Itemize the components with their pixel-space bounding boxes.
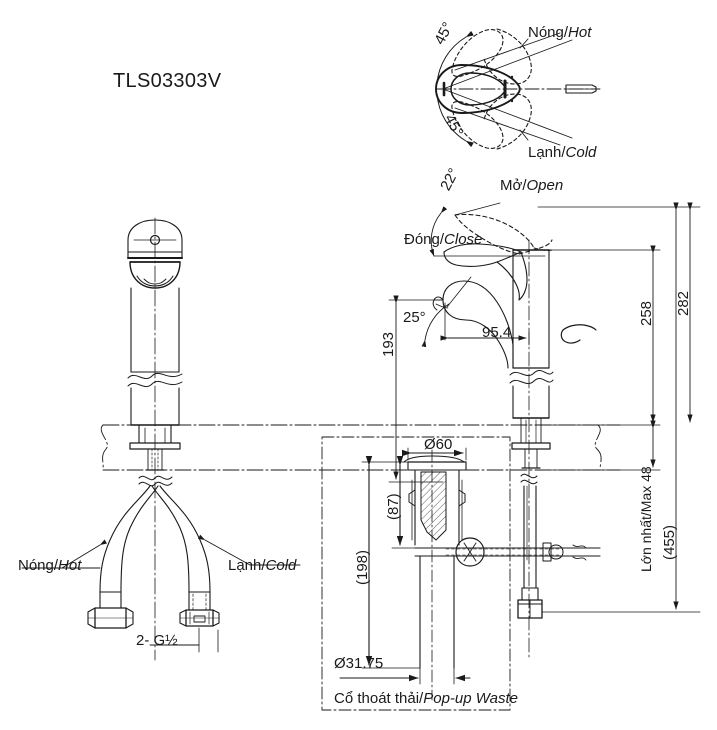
counter-deck <box>100 424 621 471</box>
waste-detail-box <box>321 436 601 711</box>
supply-cold-label: Lạnh/Cold <box>228 557 297 574</box>
top-view-swivel <box>435 28 601 150</box>
supply-hot-label: Nóng/Hot <box>18 557 82 574</box>
dimension-lines-side <box>388 202 701 613</box>
overall-drop-dimension: (455) <box>661 524 678 560</box>
waste-total-height: (198) <box>354 549 371 585</box>
waste-tail-diameter: Ø31.75 <box>334 655 384 672</box>
spout-height-dimension: 193 <box>380 331 397 357</box>
total-height-dimension: 282 <box>675 290 692 316</box>
thread-spec-label: 2- G½ <box>136 632 178 649</box>
handle-open-label: Mở/Open <box>500 177 564 194</box>
spout-reach-dimension: 95.4 <box>482 324 512 341</box>
front-elevation <box>87 217 220 661</box>
spout-angle-dimension: 25° <box>403 309 426 326</box>
waste-flange-diameter: Ø60 <box>424 436 453 453</box>
hose-leader-lines <box>21 534 301 569</box>
counter-max-dimension: Lớn nhất/Max 48 <box>638 466 654 572</box>
body-height-dimension: 258 <box>638 300 655 326</box>
handle-close-label: Đóng/Close <box>404 231 483 248</box>
model-number: TLS03303V <box>113 70 222 92</box>
top-view-hot-label: Nóng/Hot <box>528 24 592 41</box>
waste-upper-height: (87) <box>385 493 402 520</box>
waste-detail-caption: Cổ thoát thải/Pop-up Waste <box>334 690 519 707</box>
top-view-cold-label: Lạnh/Cold <box>528 144 597 161</box>
side-elevation <box>432 213 597 661</box>
